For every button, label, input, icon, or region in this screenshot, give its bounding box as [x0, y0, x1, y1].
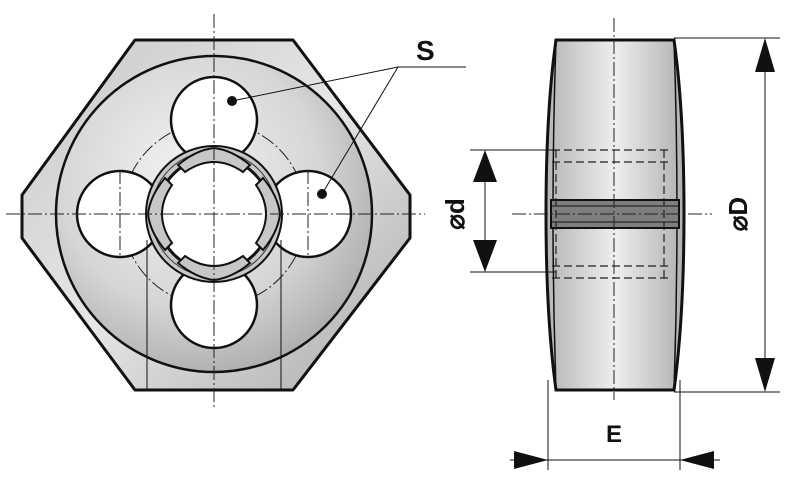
- dimension-D: [674, 37, 780, 393]
- label-D: ⌀D: [723, 197, 753, 231]
- s-leader-dot-top: [227, 96, 237, 106]
- side-view: ⌀d ⌀D E: [440, 18, 780, 470]
- side-bore-band: [550, 199, 680, 229]
- label-e: E: [606, 421, 622, 448]
- side-hidden-lines: [552, 149, 672, 279]
- label-s: S: [416, 35, 435, 66]
- s-leader-dot-right: [317, 189, 327, 199]
- dimension-E: [510, 380, 720, 470]
- dimension-d: [470, 149, 556, 273]
- label-d: ⌀d: [440, 198, 470, 230]
- front-view: S: [6, 14, 466, 408]
- s-leader: [227, 66, 466, 199]
